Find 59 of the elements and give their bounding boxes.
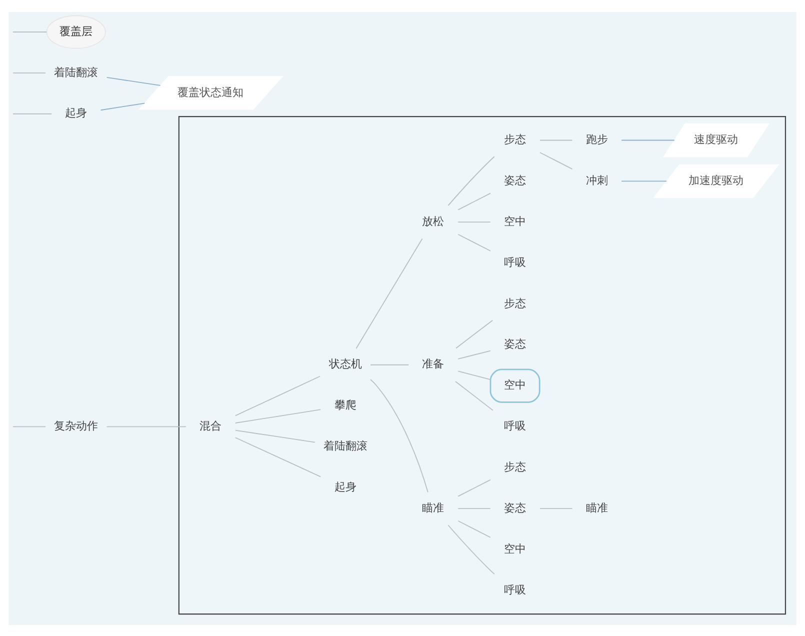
- connector: [540, 152, 573, 169]
- connector: [458, 520, 491, 538]
- connector: [458, 508, 491, 509]
- node-text: 冲刺: [586, 173, 608, 186]
- connector: [370, 378, 428, 492]
- connector: [448, 524, 495, 574]
- node-text: 起身: [334, 480, 356, 493]
- node-text: 着陆翻滚: [323, 439, 368, 452]
- connector: [356, 238, 423, 348]
- node-text: 状态机: [328, 357, 362, 370]
- connector: [370, 364, 410, 365]
- node-text: 放松: [422, 214, 444, 228]
- node-text: 攀爬: [334, 398, 356, 412]
- connector: [458, 192, 491, 210]
- connector: [621, 139, 675, 140]
- connector: [234, 375, 320, 416]
- node-text: 瞄准: [422, 500, 444, 514]
- connector: [12, 72, 46, 73]
- node-text: 呼吸: [504, 419, 526, 432]
- connector: [106, 76, 161, 86]
- node-text: 混合: [200, 419, 222, 432]
- connector: [458, 233, 491, 251]
- node-text: 着陆翻滚: [54, 65, 98, 78]
- connector: [12, 112, 52, 114]
- node-ellipse: 覆盖层: [46, 14, 106, 48]
- connector: [234, 429, 316, 442]
- connector: [458, 370, 491, 380]
- node-text: 步态: [504, 296, 526, 310]
- connector: [234, 436, 321, 477]
- node-text: 空中: [504, 214, 526, 228]
- node-text: 姿态: [504, 337, 526, 350]
- connector: [458, 350, 491, 359]
- connector: [455, 380, 494, 410]
- connector: [540, 139, 573, 140]
- node-text: 复杂动作: [54, 419, 98, 432]
- connector: [234, 408, 321, 423]
- node-text: 起身: [65, 106, 88, 120]
- connector: [106, 426, 186, 427]
- connector: [621, 180, 667, 182]
- node-text: 姿态: [504, 173, 526, 186]
- connector: [12, 426, 46, 427]
- connector: [458, 221, 491, 222]
- node-text: 姿态: [504, 500, 526, 514]
- node-text: 空中: [504, 542, 526, 555]
- connector: [456, 319, 493, 348]
- node-text: 步态: [504, 132, 526, 146]
- cluster: [178, 116, 786, 614]
- connector: [448, 156, 495, 206]
- connector: [12, 31, 48, 32]
- node-text: 准备: [422, 357, 444, 370]
- connector: [100, 102, 146, 110]
- node-text: 瞄准: [586, 500, 608, 514]
- connector: [540, 508, 573, 509]
- node-text: 跑步: [586, 132, 608, 146]
- node-text: 呼吸: [504, 582, 526, 596]
- connector: [458, 478, 491, 496]
- node-text: 步态: [504, 460, 526, 473]
- node-box: 空中: [490, 368, 540, 402]
- node-text: 呼吸: [504, 255, 526, 268]
